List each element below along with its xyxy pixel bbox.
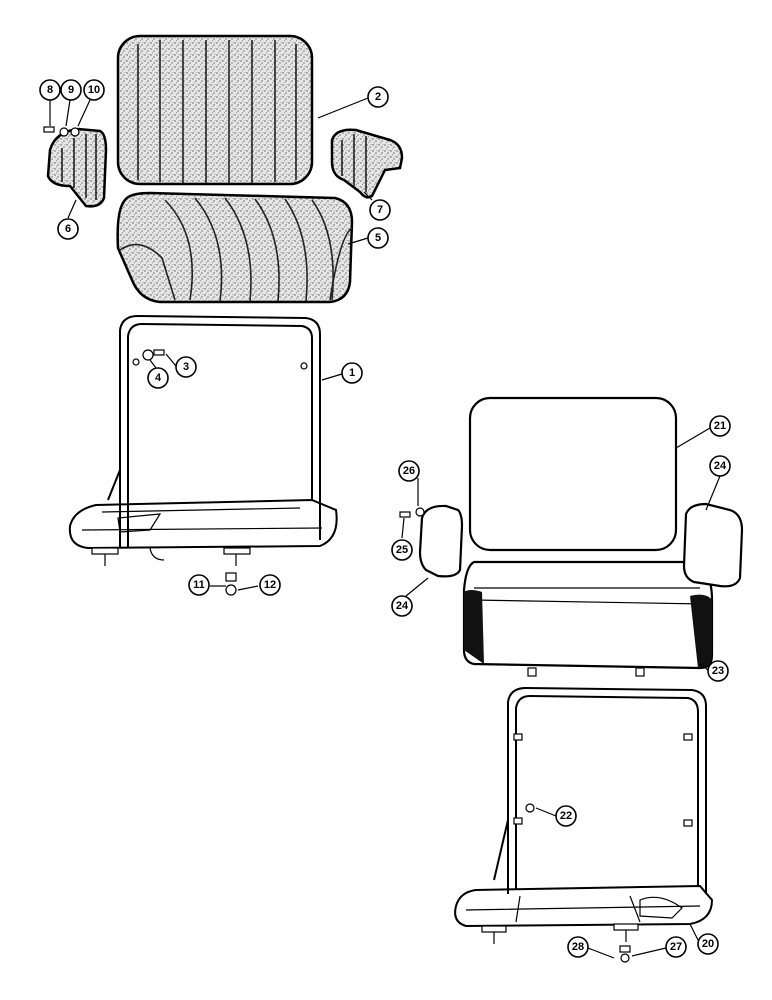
callout-27: 27 [665,936,687,958]
right-seat-frame [454,686,714,944]
callout-11-label: 11 [193,579,205,591]
callout-28-label: 28 [572,941,584,953]
callout-26: 26 [398,460,420,482]
callout-5-label: 5 [375,232,381,244]
left-armrest-pad-left [46,127,108,208]
callout-7-label: 7 [377,204,383,216]
callout-28: 28 [567,936,589,958]
callout-23-label: 23 [712,665,724,677]
callout-26-label: 26 [403,465,415,477]
left-hardware [43,126,237,596]
callout-12: 12 [259,574,281,596]
callout-6-label: 6 [65,223,71,235]
callout-2-label: 2 [375,91,381,103]
right-armrest-pad-right [682,502,744,588]
callout-24-left-label: 24 [396,600,409,612]
callout-8-label: 8 [47,84,53,96]
callout-10-label: 10 [88,84,100,96]
callout-25-label: 25 [396,544,408,556]
callout-3-label: 3 [183,361,189,373]
callout-22-label: 22 [560,810,572,822]
callout-21: 21 [709,415,731,437]
callout-24-right: 24 [709,455,731,477]
right-seat-back-cushion [468,396,678,552]
callout-2: 2 [367,86,389,108]
callout-1: 1 [341,362,363,384]
callout-20-label: 20 [702,938,714,950]
callout-5: 5 [367,227,389,249]
callout-9-label: 9 [68,84,74,96]
callout-23: 23 [707,660,729,682]
callout-24-left: 24 [391,595,413,617]
callout-6: 6 [57,218,79,240]
callout-27-label: 27 [670,941,682,953]
callout-25: 25 [391,539,413,561]
callout-11: 11 [188,574,210,596]
callout-7: 7 [369,199,391,221]
callout-4-label: 4 [155,372,162,384]
left-seat-bottom-cushion [116,191,354,304]
callout-22: 22 [555,805,577,827]
left-seat-back-cushion [116,34,314,186]
callout-3: 3 [175,356,197,378]
callout-21-label: 21 [714,420,726,432]
callout-20: 20 [697,933,719,955]
right-seat-bottom-cushion [462,560,714,677]
callout-1-label: 1 [349,367,355,379]
callout-12-label: 12 [264,579,276,591]
leader-lines [49,97,721,959]
callout-8: 8 [39,79,61,101]
right-armrest-pad-left [418,504,464,578]
right-hardware [399,507,631,963]
left-seat-frame [68,314,338,566]
callout-24-right-label: 24 [714,460,727,472]
callout-4: 4 [147,367,169,389]
callout-9: 9 [60,79,82,101]
left-armrest-pad-right [330,128,404,199]
callout-10: 10 [83,79,105,101]
